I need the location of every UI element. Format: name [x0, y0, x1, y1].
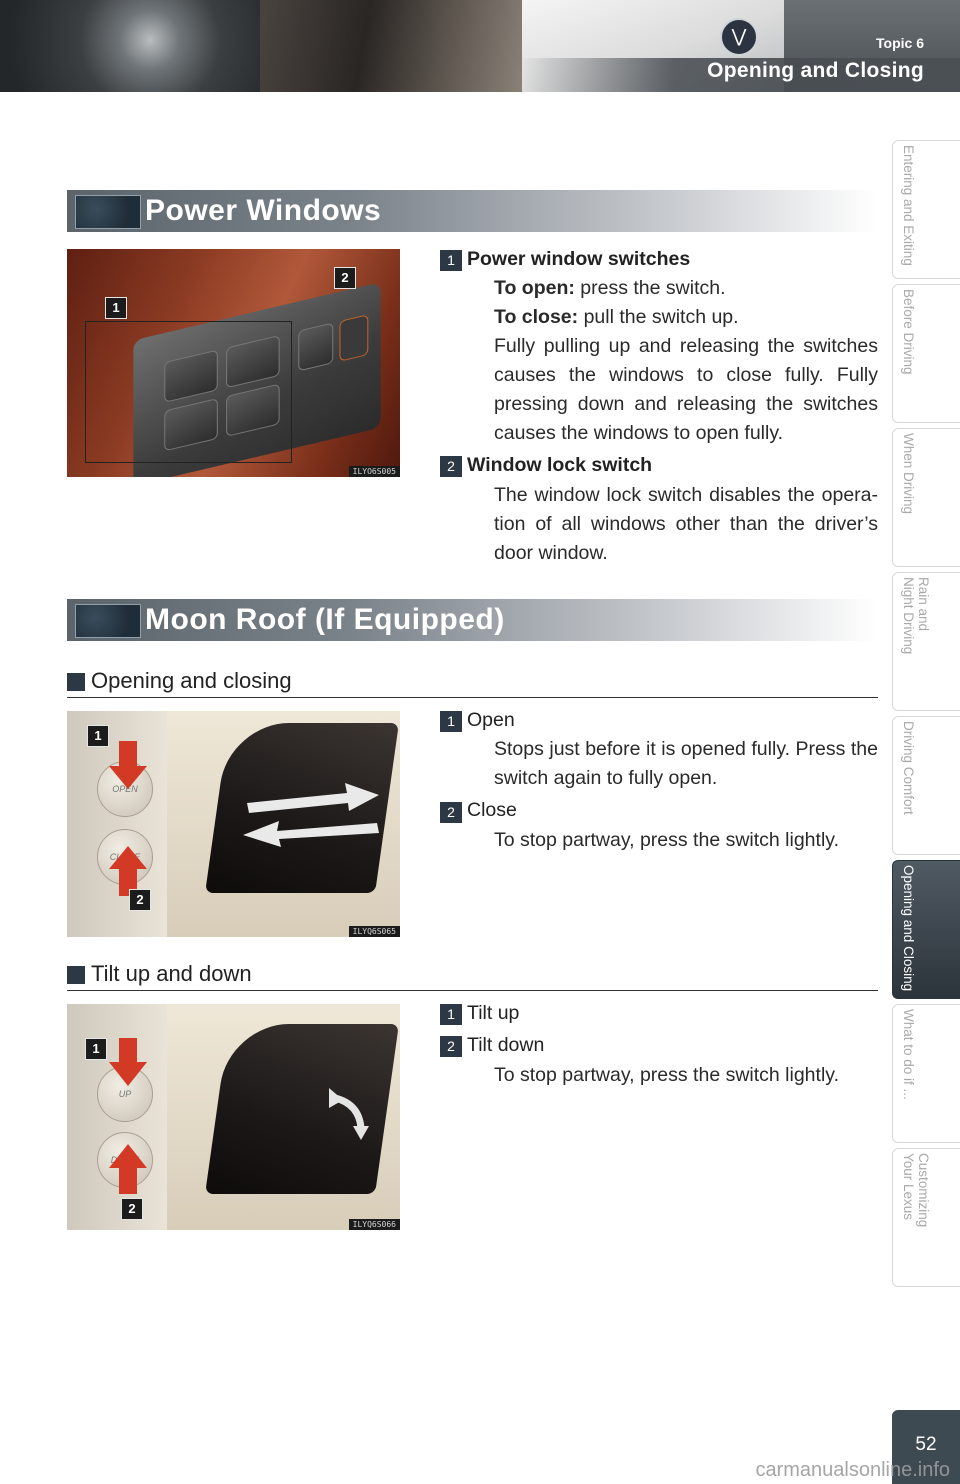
callout-1: 1 — [87, 725, 109, 747]
callout-2: 2 — [121, 1198, 143, 1220]
section-heading-moon-roof: Moon Roof (If Equipped) — [67, 599, 877, 641]
item-title: Tilt down — [467, 1034, 545, 1056]
page-number: 52 — [892, 1410, 960, 1484]
header-photo-interior — [260, 0, 522, 92]
item-number: 1 — [440, 711, 462, 732]
close-label: To close: — [494, 306, 579, 328]
item-title: Power window switches — [467, 248, 691, 270]
item-title: Window lock switch — [467, 454, 653, 476]
side-tab-before-driving[interactable]: Before Driving — [892, 284, 960, 423]
header-photo-headlight — [0, 0, 260, 92]
tilt-arrow-head-icon — [353, 1126, 369, 1140]
square-bullet-icon — [67, 966, 85, 984]
moon-roof-open-close-photo: OPEN CLOSE 1 2 ILYQ6S065 — [67, 711, 400, 937]
item-number: 2 — [440, 1036, 462, 1057]
side-tab-customizing[interactable]: Customizing Your Lexus — [892, 1148, 960, 1287]
side-tab-entering-exiting[interactable]: Entering and Exiting — [892, 140, 960, 279]
topic-label: Topic 6 — [876, 35, 924, 51]
desc-line: causes the windows to close fully. Fully — [494, 364, 878, 386]
side-tab-label: Before Driving — [901, 289, 916, 375]
red-arrow-down-icon — [109, 741, 147, 789]
moon-roof-tilt-photo: UP DOWN 1 2 ILYQ6S066 — [67, 1004, 400, 1230]
desc-line: switch again to fully open. — [494, 767, 718, 789]
lexus-logo-icon: ⋁ — [720, 18, 758, 56]
side-tab-label: Opening and Closing — [901, 865, 916, 992]
header-title-bar — [520, 58, 960, 92]
lock-switch — [339, 314, 369, 362]
lock-switch — [298, 322, 334, 372]
desc-line: To stop partway, press the switch lightl… — [494, 1064, 840, 1086]
square-bullet-icon — [67, 673, 85, 691]
side-tab-driving-comfort[interactable]: Driving Comfort — [892, 716, 960, 855]
side-tab-label: Entering and Exiting — [901, 145, 916, 266]
arrows-overlay — [109, 1038, 369, 1194]
arrows-overlay — [109, 741, 379, 896]
subheading-title: Tilt up and down — [91, 961, 252, 986]
power-window-switch-photo: 1 2 ILYO6S005 — [67, 249, 400, 477]
section-heading-power-windows: Power Windows — [67, 190, 877, 232]
desc-line: The window lock switch disables the oper… — [494, 484, 878, 506]
image-code: ILYO6S005 — [348, 466, 400, 477]
subheading-opening-closing: Opening and closing — [67, 667, 878, 698]
arrow-open-icon — [247, 783, 379, 813]
side-tab-opening-closing[interactable]: Opening and Closing — [892, 860, 960, 999]
topic-title: Opening and Closing — [707, 59, 924, 82]
tilt-arrow-head-icon — [329, 1088, 343, 1108]
item-description: To stop partway, press the switch lightl… — [494, 1061, 878, 1090]
open-label: To open: — [494, 277, 575, 299]
side-tab-label: When Driving — [901, 433, 916, 515]
desc-line: Fully pulling up and releasing the switc… — [494, 335, 878, 357]
open-line: To open: press the switch. — [494, 274, 878, 303]
header-banner: ⋁ Topic 6 Opening and Closing — [0, 0, 960, 92]
section-heading-swatch — [75, 604, 141, 638]
desc-line: To stop partway, press the switch lightl… — [494, 829, 840, 851]
item-title: Open — [467, 709, 515, 731]
side-tab-label: What to do if ... — [901, 1009, 916, 1100]
subheading-tilt: Tilt up and down — [67, 960, 878, 991]
callout-2: 2 — [334, 267, 356, 289]
side-tab-what-to-do-if[interactable]: What to do if ... — [892, 1004, 960, 1143]
desc-line: door window. — [494, 542, 608, 564]
watermark: carmanualsonline.info — [755, 1459, 950, 1481]
switch-highlight-box — [85, 321, 292, 463]
image-code: ILYQ6S065 — [348, 926, 400, 937]
side-tab-label: Customizing Your Lexus — [901, 1153, 931, 1228]
side-tab-rain-night-driving[interactable]: Rain and Night Driving — [892, 572, 960, 711]
tilt-arrow-icon — [333, 1094, 365, 1129]
close-line: To close: pull the switch up. — [494, 303, 878, 332]
red-arrow-up-icon — [109, 846, 147, 896]
open-text: press the switch. — [574, 277, 726, 299]
item-description: The window lock switch disables the oper… — [494, 481, 878, 568]
desc-line: pressing down and releasing the switches — [494, 393, 878, 415]
desc-line: causes the windows to open fully. — [494, 422, 784, 444]
close-text: pull the switch up. — [578, 306, 739, 328]
callout-1: 1 — [105, 297, 127, 319]
item-title: Tilt up — [467, 1002, 520, 1024]
section-heading-title: Power Windows — [145, 194, 382, 227]
desc-line: tion of all windows other than the drive… — [494, 513, 878, 535]
side-tab-label: Driving Comfort — [901, 721, 916, 815]
image-code: ILYQ6S066 — [348, 1219, 400, 1230]
side-tab-label: Rain and Night Driving — [901, 577, 931, 655]
callout-1: 1 — [85, 1038, 107, 1060]
item-number: 1 — [440, 1004, 462, 1025]
item-description: To open: press the switch. To close: pul… — [494, 274, 878, 448]
callout-2: 2 — [129, 889, 151, 911]
item-number: 2 — [440, 802, 462, 823]
item-number: 2 — [440, 456, 462, 477]
side-tab-when-driving[interactable]: When Driving — [892, 428, 960, 567]
item-description: Stops just before it is opened fully. Pr… — [494, 735, 878, 793]
subheading-title: Opening and closing — [91, 668, 292, 693]
item-number: 1 — [440, 250, 462, 271]
section-heading-title: Moon Roof (If Equipped) — [145, 603, 505, 636]
red-arrow-down-icon — [109, 1038, 147, 1086]
section-heading-swatch — [75, 195, 141, 229]
red-arrow-up-icon — [109, 1144, 147, 1194]
item-title: Close — [467, 799, 517, 821]
desc-line: Stops just before it is opened fully. Pr… — [494, 738, 878, 760]
item-description: To stop partway, press the switch lightl… — [494, 826, 878, 855]
arrow-close-icon — [243, 821, 379, 847]
